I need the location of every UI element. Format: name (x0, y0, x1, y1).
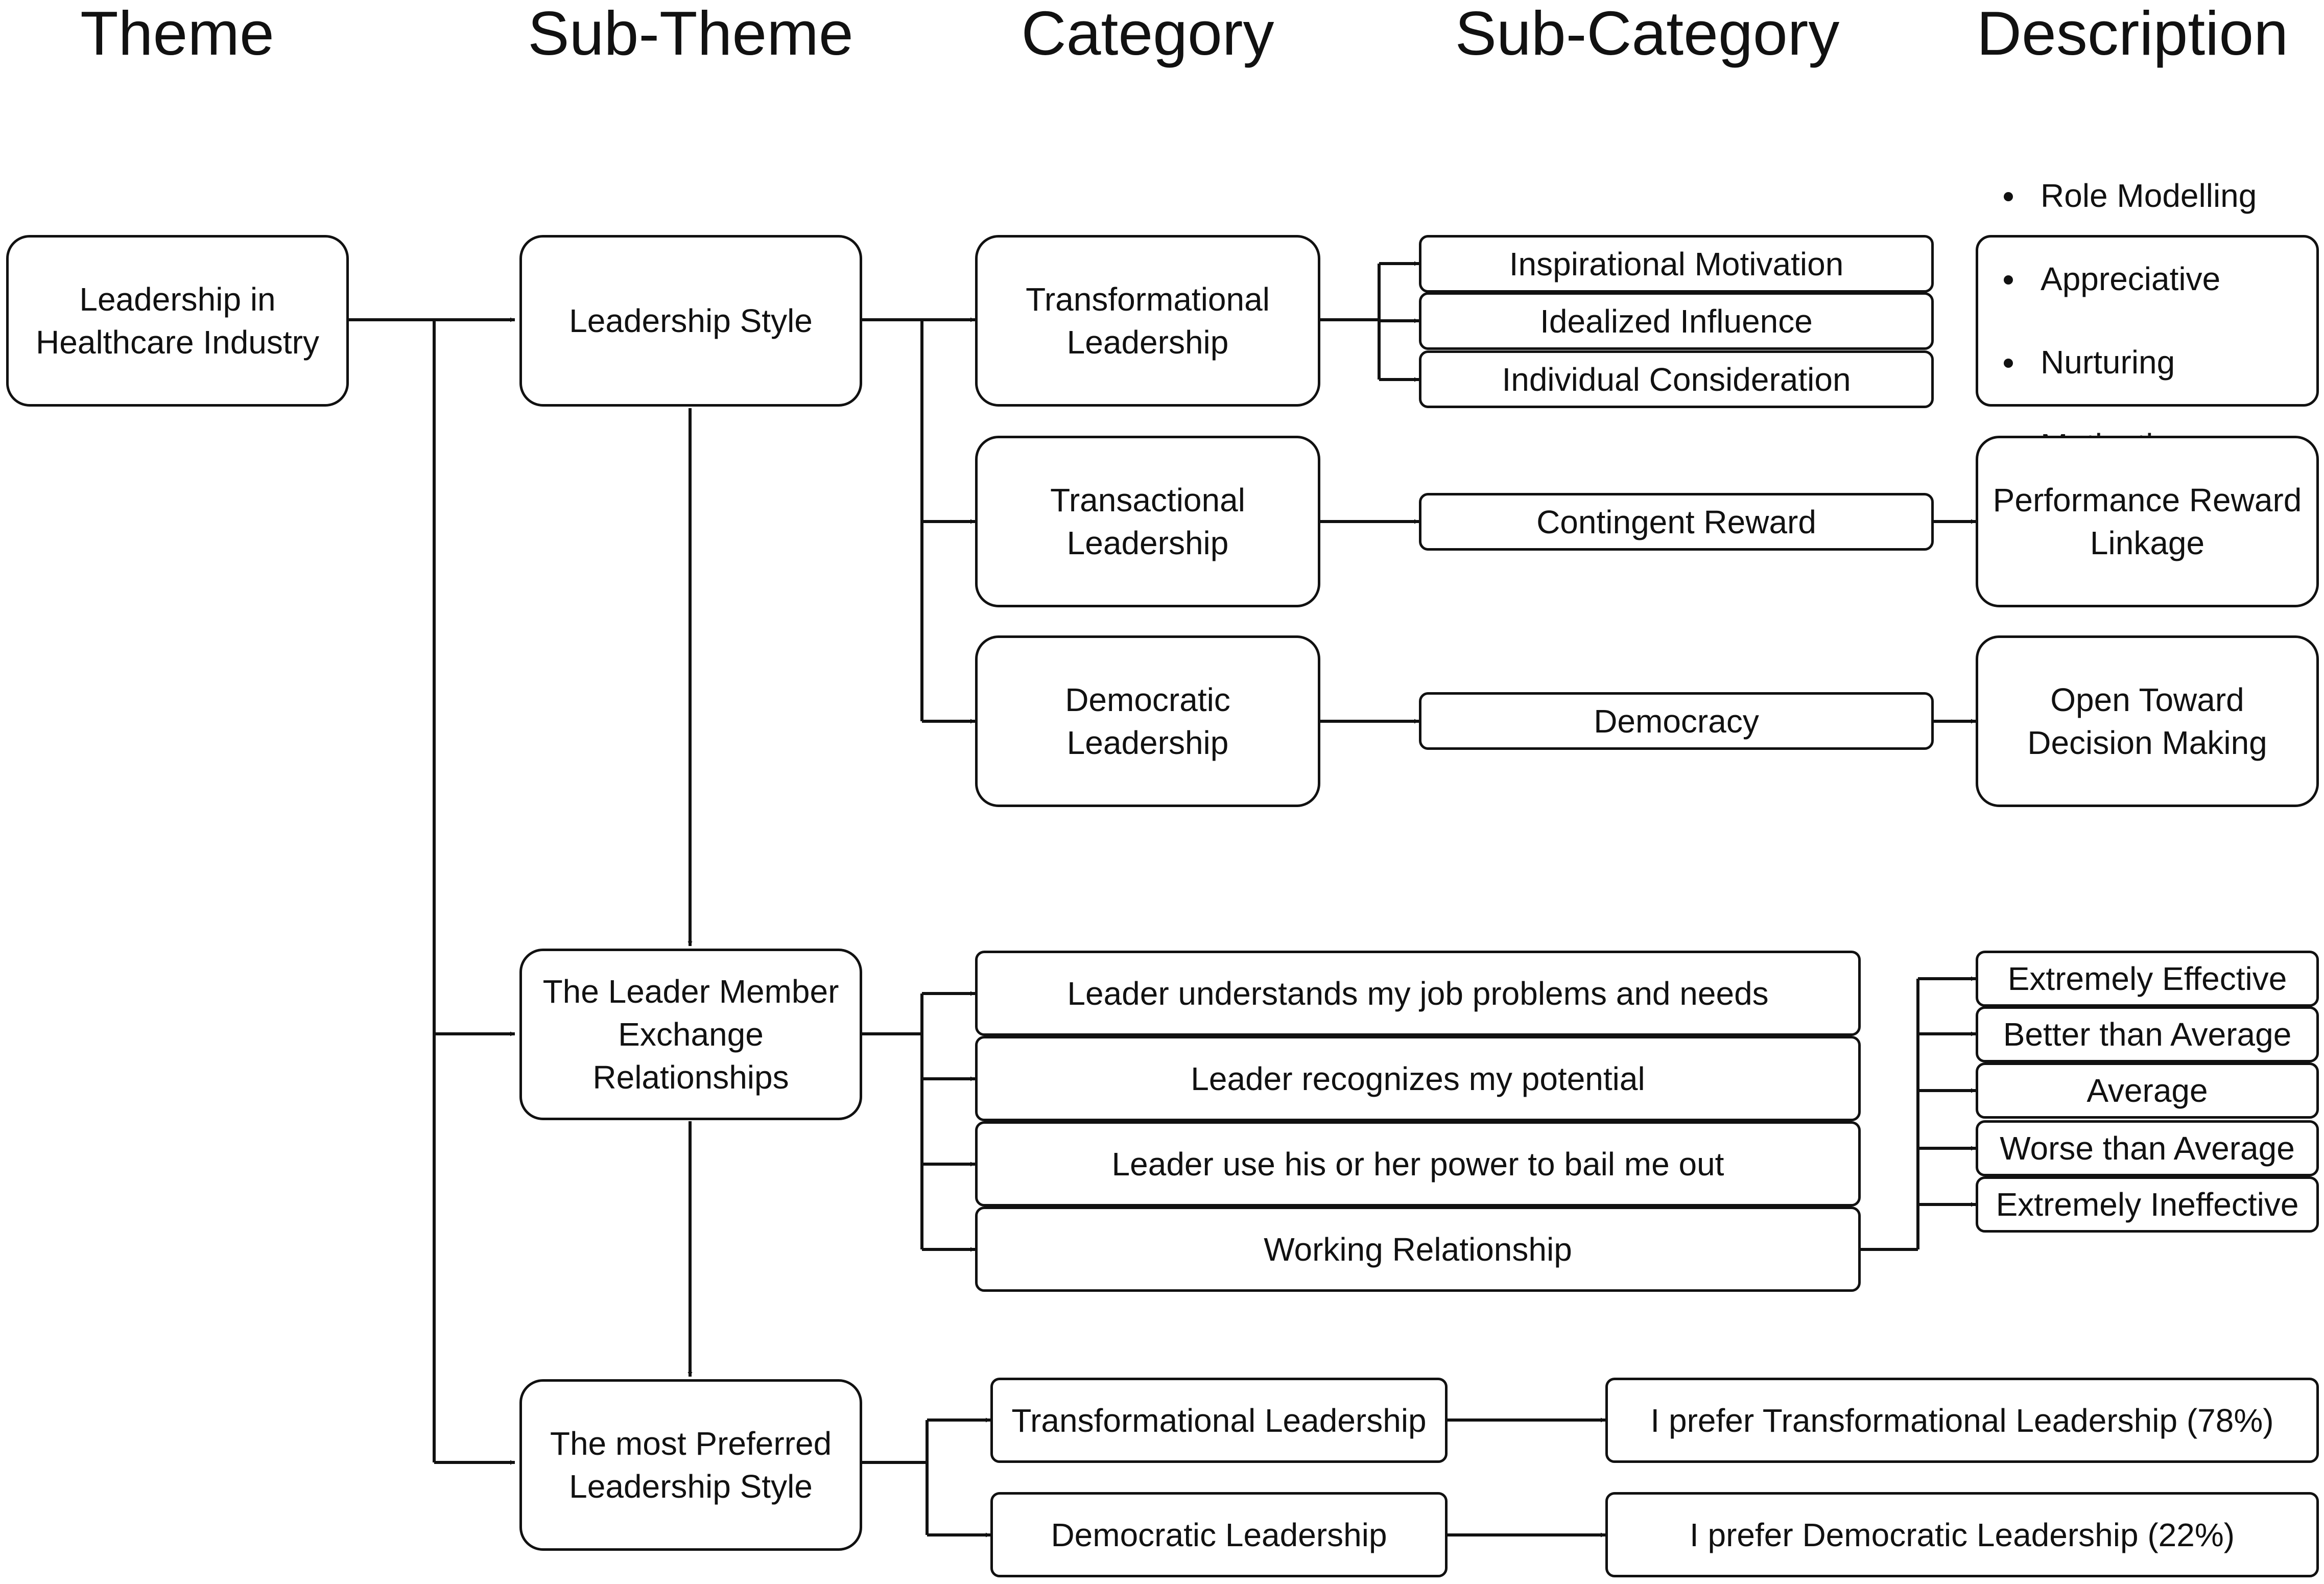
lmx-item-job-problems: Leader understands my job problems and n… (975, 951, 1861, 1036)
rating-better-than-average: Better than Average (1976, 1006, 2319, 1062)
sub-theme-lmx: The Leader Member Exchange Relationships (519, 949, 862, 1120)
header-description: Description (1976, 0, 2289, 68)
sub-category-contingent-reward: Contingent Reward (1419, 493, 1934, 551)
lmx-item-potential: Leader recognizes my potential (975, 1036, 1861, 1121)
rating-average: Average (1976, 1062, 2319, 1119)
header-sub-theme: Sub-Theme (528, 0, 853, 68)
sub-theme-leadership-style: Leadership Style (519, 235, 862, 407)
bullet-item: Nurturing (1999, 342, 2257, 383)
sub-theme-preferred: The most Preferred Leadership Style (519, 1379, 862, 1551)
rating-extremely-effective: Extremely Effective (1976, 951, 2319, 1007)
sub-category-individual-consideration: Individual Consideration (1419, 350, 1934, 408)
rating-worse-than-average: Worse than Average (1976, 1120, 2319, 1176)
description-performance-reward: Performance Reward Linkage (1976, 436, 2319, 607)
category-transactional: Transactional Leadership (975, 436, 1320, 607)
header-sub-category: Sub-Category (1455, 0, 1840, 68)
theme-node: Leadership in Healthcare Industry (6, 235, 349, 407)
lmx-item-bail-out: Leader use his or her power to bail me o… (975, 1121, 1861, 1207)
rating-extremely-ineffective: Extremely Ineffective (1976, 1176, 2319, 1233)
bullet-item: Role Modelling (1999, 176, 2257, 216)
description-transformational-bullets: Role Modelling Appreciative Nurturing Mo… (1976, 177, 2319, 464)
header-theme: Theme (80, 0, 274, 68)
category-transformational: Transformational Leadership (975, 235, 1320, 407)
bullet-item: Appreciative (1999, 259, 2257, 299)
sub-category-idealized-influence: Idealized Influence (1419, 292, 1934, 350)
sub-category-inspirational-motivation: Inspirational Motivation (1419, 235, 1934, 293)
sub-category-democracy: Democracy (1419, 692, 1934, 750)
description-open-decision: Open Toward Decision Making (1976, 635, 2319, 807)
preferred-result-democratic: I prefer Democratic Leadership (22%) (1605, 1492, 2319, 1577)
category-democratic: Democratic Leadership (975, 635, 1320, 807)
header-category: Category (1021, 0, 1274, 68)
preferred-item-transformational: Transformational Leadership (990, 1378, 1448, 1463)
preferred-result-transformational: I prefer Transformational Leadership (78… (1605, 1378, 2319, 1463)
lmx-item-working-relationship: Working Relationship (975, 1207, 1861, 1292)
preferred-item-democratic: Democratic Leadership (990, 1492, 1448, 1577)
